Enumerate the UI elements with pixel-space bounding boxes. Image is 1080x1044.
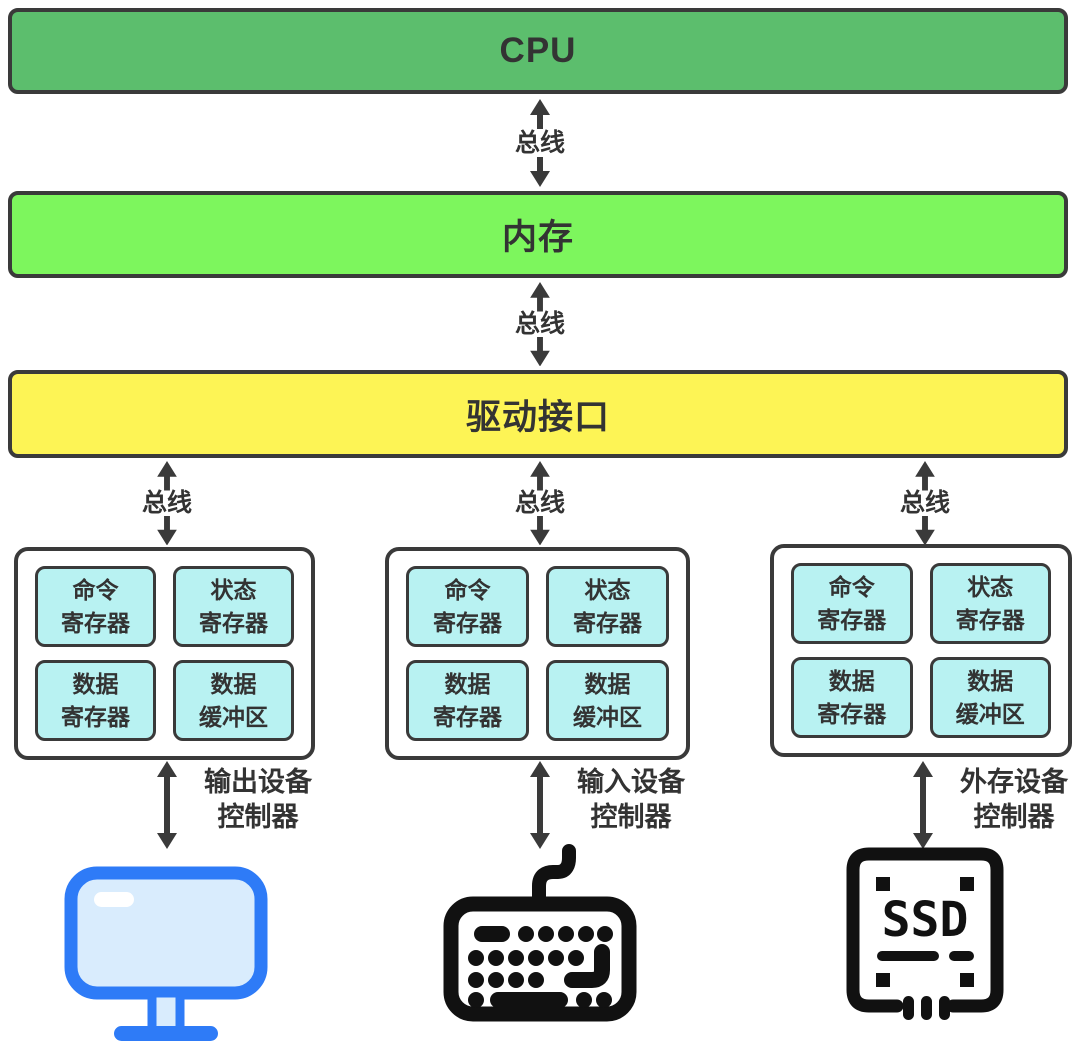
- register-label-line: 数据: [444, 671, 491, 698]
- register-label-line: 数据: [72, 671, 119, 698]
- monitor-icon: [62, 866, 270, 1043]
- driver-interface-bar: 驱动接口: [8, 370, 1068, 458]
- output-device-link: 输出设备 控制器: [154, 761, 312, 849]
- register-label-line: 状态: [967, 574, 1014, 601]
- arrow-up-icon: [915, 461, 935, 491]
- register-label-line: 缓冲区: [199, 703, 268, 730]
- input-device-controller-label: 输入设备 控制器: [577, 765, 685, 835]
- bus-connector-driver-output: 总线: [136, 461, 198, 545]
- input-device-controller-box: 命令 寄存器 状态 寄存器 数据 寄存器 数据 缓冲区: [385, 547, 690, 760]
- bus-label: 总线: [141, 488, 192, 517]
- register-label-line: 数据: [967, 668, 1014, 695]
- register-label-line: 寄存器: [817, 700, 887, 727]
- register-label-line: 状态: [210, 577, 257, 604]
- register-label-line: 寄存器: [817, 606, 887, 633]
- label-line: 输入设备: [577, 767, 685, 797]
- data-buffer: 数据 缓冲区: [929, 657, 1051, 738]
- register-label-line: 寄存器: [433, 609, 502, 636]
- ssd-icon: SSD: [843, 846, 1007, 1022]
- arrow-up-icon: [157, 461, 177, 491]
- status-register: 状态 寄存器: [929, 563, 1051, 644]
- register-label-line: 寄存器: [199, 609, 268, 636]
- register-label-line: 寄存器: [61, 609, 130, 636]
- input-device-link: 输入设备 控制器: [527, 761, 685, 849]
- data-register: 数据 寄存器: [406, 660, 529, 741]
- arrow-down-icon: [530, 157, 550, 187]
- double-arrow-icon: [157, 761, 177, 849]
- ssd-icon-text: SSD: [882, 892, 969, 948]
- bus-connector-memory-driver: 总线: [509, 282, 571, 366]
- status-register: 状态 寄存器: [546, 566, 669, 647]
- arrow-down-icon: [530, 336, 550, 366]
- register-label-line: 寄存器: [61, 703, 130, 730]
- driver-interface-bar-label: 驱动接口: [465, 397, 610, 437]
- label-line: 控制器: [590, 802, 672, 833]
- bus-connector-cpu-memory: 总线: [509, 99, 571, 187]
- bus-label: 总线: [899, 488, 950, 517]
- arrow-up-icon: [530, 461, 550, 491]
- double-arrow-icon: [530, 761, 550, 849]
- double-arrow-icon: [913, 761, 933, 849]
- arrow-down-icon: [915, 515, 935, 545]
- register-label-line: 命令: [444, 577, 491, 604]
- register-label-line: 命令: [828, 574, 875, 601]
- arrow-up-icon: [530, 282, 550, 312]
- arrow-up-icon: [530, 99, 550, 129]
- output-device-controller-label: 输出设备 控制器: [204, 765, 312, 835]
- register-label-line: 寄存器: [955, 606, 1025, 633]
- arrow-down-icon: [157, 515, 177, 545]
- data-buffer: 数据 缓冲区: [546, 660, 669, 741]
- label-line: 输出设备: [204, 767, 312, 797]
- arrow-down-icon: [530, 515, 550, 545]
- command-register: 命令 寄存器: [406, 566, 529, 647]
- command-register: 命令 寄存器: [791, 563, 913, 644]
- bus-connector-driver-input: 总线: [509, 461, 571, 545]
- output-device-controller-box: 命令 寄存器 状态 寄存器 数据 寄存器 数据 缓冲区: [14, 547, 315, 760]
- register-label-line: 数据: [210, 671, 257, 698]
- external-storage-controller-box: 命令 寄存器 状态 寄存器 数据 寄存器 数据 缓冲区: [770, 544, 1072, 757]
- label-line: 外存设备: [960, 767, 1068, 797]
- label-line: 控制器: [217, 802, 299, 833]
- data-register: 数据 寄存器: [35, 660, 156, 741]
- external-storage-controller-label: 外存设备 控制器: [960, 765, 1068, 835]
- storage-device-link: 外存设备 控制器: [910, 761, 1068, 849]
- register-label-line: 数据: [828, 668, 875, 695]
- register-label-line: 命令: [72, 577, 119, 604]
- data-buffer: 数据 缓冲区: [173, 660, 294, 741]
- status-register: 状态 寄存器: [173, 566, 294, 647]
- data-register: 数据 寄存器: [791, 657, 913, 738]
- cpu-bar-label: CPU: [499, 31, 577, 70]
- label-line: 控制器: [973, 802, 1055, 833]
- register-label-line: 缓冲区: [573, 703, 642, 730]
- bus-label: 总线: [514, 309, 565, 338]
- memory-bar: 内存: [8, 191, 1068, 278]
- register-label-line: 缓冲区: [955, 700, 1025, 727]
- command-register: 命令 寄存器: [35, 566, 156, 647]
- register-label-line: 寄存器: [433, 703, 502, 730]
- keyboard-icon: [442, 840, 638, 1022]
- register-label-line: 寄存器: [573, 609, 642, 636]
- cpu-bar: CPU: [8, 8, 1068, 94]
- register-label-line: 状态: [584, 577, 631, 604]
- bus-label: 总线: [514, 128, 565, 157]
- bus-connector-driver-storage: 总线: [894, 461, 956, 545]
- bus-label: 总线: [514, 488, 565, 517]
- memory-bar-label: 内存: [501, 218, 574, 257]
- register-label-line: 数据: [584, 671, 631, 698]
